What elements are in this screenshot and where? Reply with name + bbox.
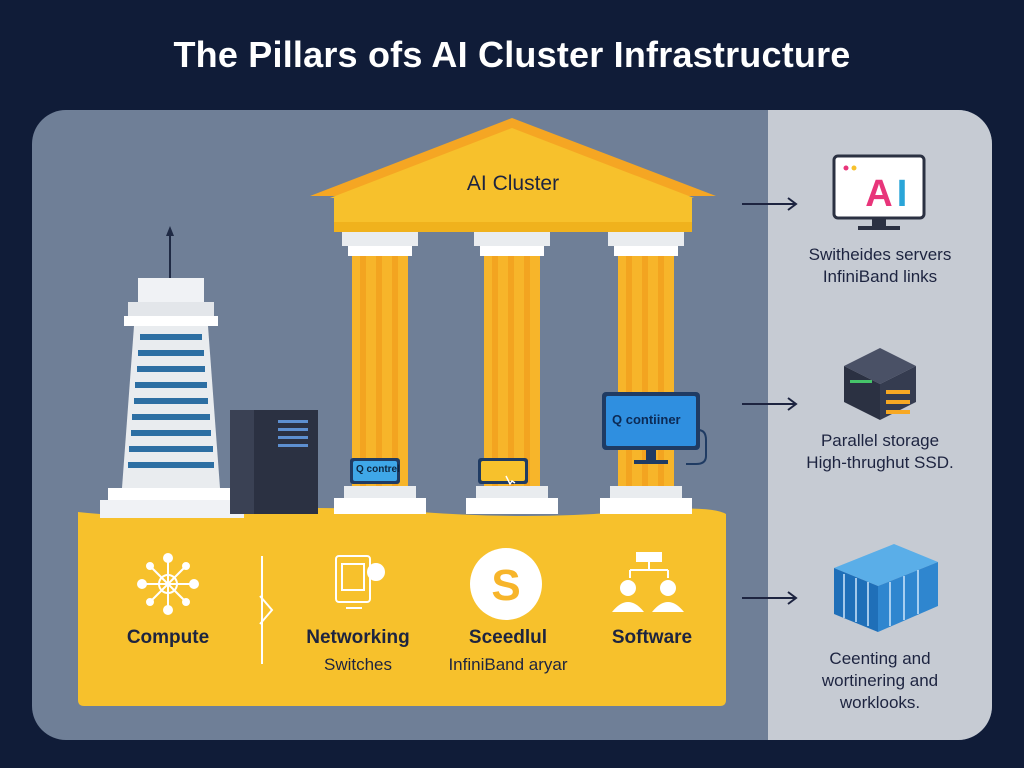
left-chip-label: Q contrel [356, 464, 400, 475]
right-item-line: Parallel storage [820, 431, 940, 450]
right-item-storage: Parallel storage High-thrughut SSD. [790, 430, 970, 474]
column-middle [466, 232, 558, 514]
right-item-line: InfiniBand links [822, 267, 938, 286]
left-chip-icon [350, 458, 400, 484]
svg-text:A: A [865, 173, 892, 215]
base-item-label: Software [611, 627, 693, 648]
svg-text:I: I [897, 173, 908, 215]
base-item-compute: Compute [88, 627, 248, 655]
right-item-line: wortinering and [821, 671, 939, 690]
middle-chip-icon [478, 458, 528, 486]
right-item-workloads: Ceenting and wortinering and worklooks. [790, 648, 970, 714]
router-device-icon [335, 555, 385, 609]
s-letter-icon: S [470, 548, 542, 620]
storage-blocks-icon [834, 544, 938, 632]
right-item-line: High-thrughut SSD. [806, 453, 954, 472]
base-platform [78, 508, 726, 706]
base-item-label: Compute [126, 627, 210, 648]
arrow-icon-middle [742, 397, 798, 411]
base-item-networking: Networking Switches [278, 627, 438, 675]
base-item-label: Sceedlul [468, 627, 548, 648]
base-item-sub: InfiniBand aryar [448, 655, 568, 674]
server-rack-icon [844, 348, 916, 420]
monitor-label: Q contiiner [612, 412, 681, 427]
page-title: The Pillars ofs AI Cluster Infrastructur… [173, 34, 851, 75]
right-item-line: Switheides servers [808, 245, 952, 264]
tower-building-icon [100, 226, 244, 518]
right-item-line: worklooks. [839, 693, 921, 712]
arrow-icon-bottom [742, 591, 798, 605]
svg-text:S: S [491, 561, 520, 610]
column-right [600, 232, 692, 514]
base-item-software: Software [572, 627, 732, 655]
container-monitor-icon [602, 392, 707, 465]
server-box-icon [230, 410, 318, 514]
base-item-label: Networking [306, 627, 410, 648]
ai-monitor-icon: A I [832, 154, 926, 230]
arrow-icon-top [742, 197, 798, 211]
base-item-sub: Switches [323, 655, 393, 674]
right-item-line: Ceenting and [829, 649, 931, 668]
pillar-title: AI Cluster [466, 172, 560, 195]
network-atom-icon [137, 553, 199, 615]
base-item-scheduling: Sceedlul InfiniBand aryar [424, 627, 592, 675]
pillar-roof [310, 118, 716, 232]
column-left [334, 232, 426, 514]
team-hierarchy-icon [612, 552, 684, 612]
right-item-servers: Switheides servers InfiniBand links [790, 244, 970, 288]
